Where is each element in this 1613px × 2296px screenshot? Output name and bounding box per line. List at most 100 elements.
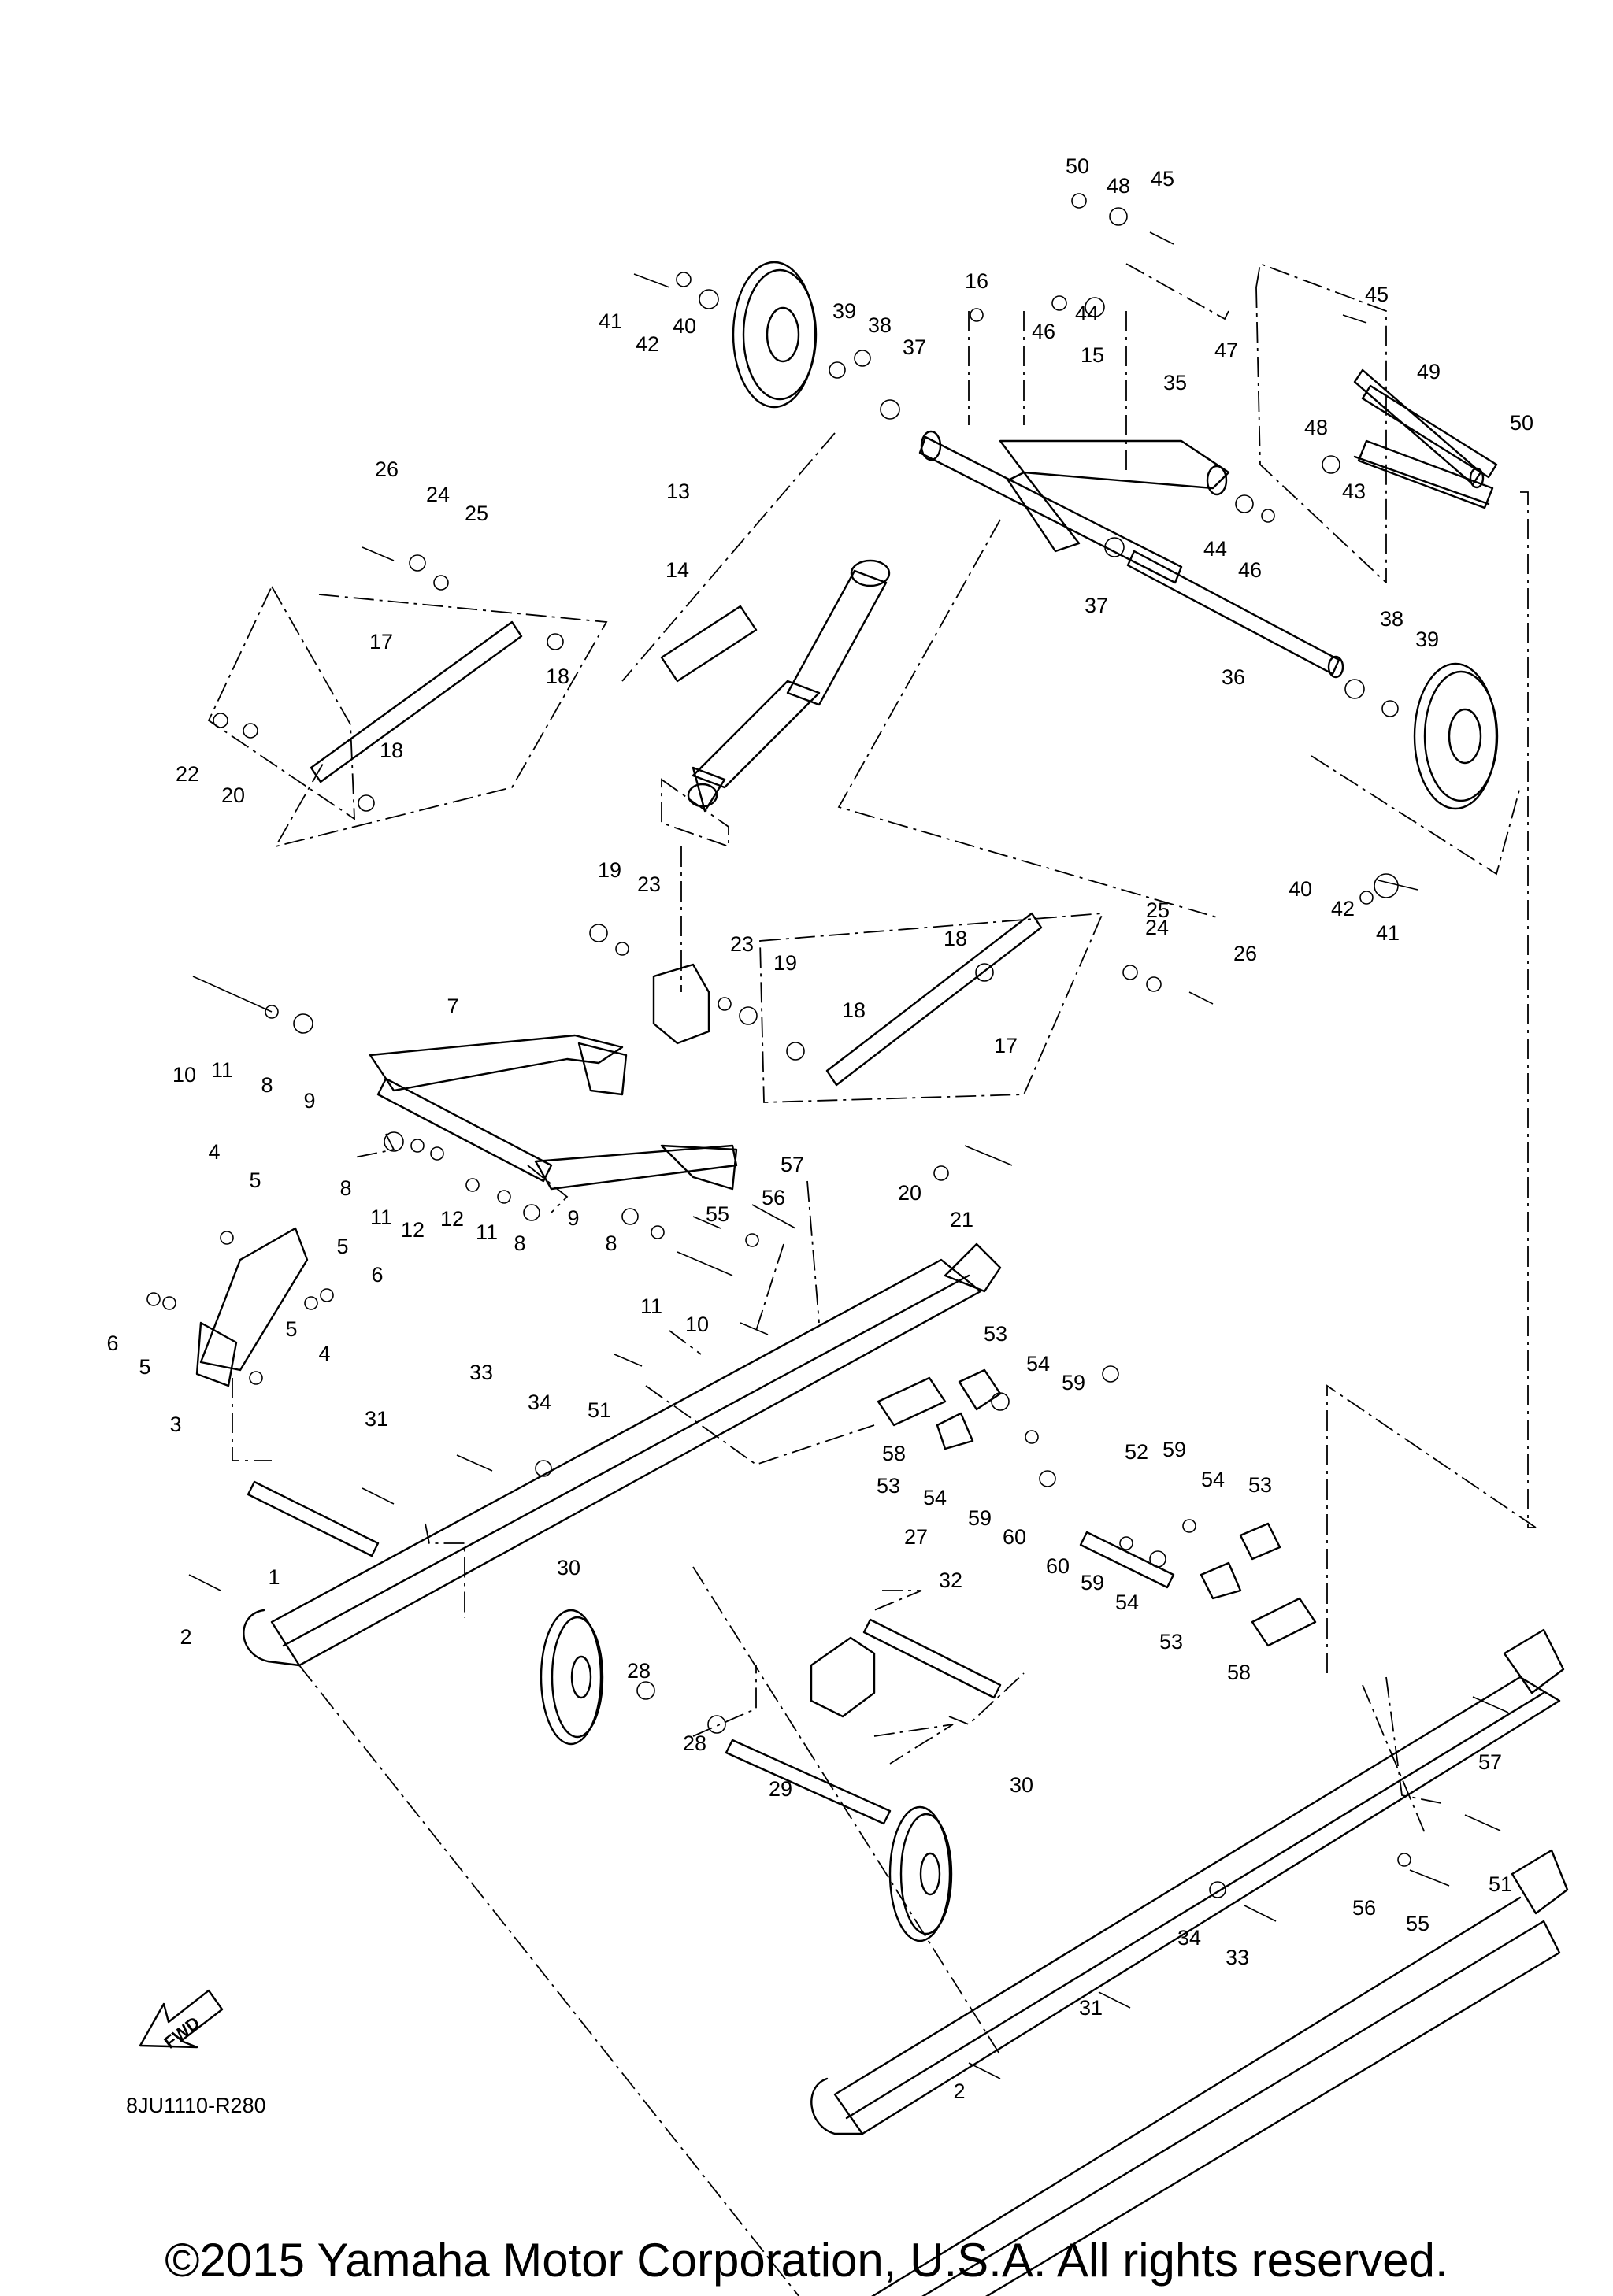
callout-58: 58	[1227, 1661, 1251, 1684]
callout-33: 33	[1226, 1946, 1249, 1969]
callout-40: 40	[1289, 877, 1312, 901]
callout-24: 24	[426, 483, 450, 506]
callout-6: 6	[371, 1263, 383, 1287]
callout-6: 6	[106, 1331, 118, 1355]
callout-42: 42	[636, 332, 659, 356]
callout-59: 59	[1062, 1371, 1085, 1394]
callout-2: 2	[953, 2079, 965, 2103]
callout-51: 51	[1489, 1872, 1512, 1896]
callout-19: 19	[598, 858, 621, 882]
callout-50: 50	[1510, 411, 1533, 435]
callout-55: 55	[706, 1202, 729, 1226]
callout-59: 59	[1081, 1571, 1104, 1594]
callout-56: 56	[762, 1186, 785, 1209]
callout-9: 9	[303, 1089, 315, 1113]
callout-25: 25	[1146, 898, 1170, 922]
callout-18: 18	[944, 927, 967, 950]
callout-2: 2	[180, 1625, 191, 1649]
callout-35: 35	[1163, 371, 1187, 394]
callout-26: 26	[1233, 942, 1257, 965]
callout-19: 19	[773, 951, 797, 975]
callout-59: 59	[1162, 1438, 1186, 1461]
callout-10: 10	[172, 1063, 196, 1087]
callout-31: 31	[1079, 1996, 1103, 2020]
callout-44: 44	[1075, 302, 1099, 325]
callout-7: 7	[447, 994, 458, 1018]
callout-1: 1	[268, 1565, 280, 1589]
callout-53: 53	[984, 1322, 1007, 1346]
callout-23: 23	[637, 872, 661, 896]
copyright-notice: ©2015 Yamaha Motor Corporation, U.S.A. A…	[165, 2234, 1448, 2287]
rear-arm-assembly	[918, 368, 1494, 679]
callout-48: 48	[1304, 416, 1328, 439]
callout-23: 23	[730, 932, 754, 956]
callout-54: 54	[1115, 1591, 1139, 1614]
callout-25: 25	[465, 502, 488, 525]
callout-44: 44	[1203, 537, 1227, 561]
callout-8: 8	[261, 1073, 273, 1097]
callout-29: 29	[769, 1777, 792, 1801]
callout-30: 30	[1010, 1773, 1033, 1797]
upper-idler-wheels	[732, 261, 1499, 810]
shafts	[247, 384, 1498, 1825]
callout-16: 16	[965, 269, 988, 293]
callout-53: 53	[877, 1474, 900, 1498]
callout-32: 32	[939, 1568, 962, 1592]
stopper-strap	[195, 1227, 309, 1387]
callout-10: 10	[685, 1313, 709, 1336]
callout-31: 31	[365, 1407, 388, 1431]
callout-8: 8	[339, 1176, 351, 1200]
callout-50: 50	[1066, 154, 1089, 178]
callout-55: 55	[1406, 1912, 1429, 1935]
callout-41: 41	[1376, 921, 1400, 945]
callout-18: 18	[546, 665, 569, 688]
callout-15: 15	[1081, 343, 1104, 367]
callout-45: 45	[1365, 283, 1389, 306]
callout-39: 39	[832, 299, 856, 323]
callout-4: 4	[208, 1140, 220, 1164]
callout-57: 57	[781, 1153, 804, 1176]
callout-41: 41	[599, 309, 622, 333]
callout-51: 51	[588, 1398, 611, 1422]
callout-39: 39	[1415, 628, 1439, 651]
callout-17: 17	[994, 1034, 1018, 1057]
callout-28: 28	[627, 1659, 651, 1683]
callout-54: 54	[1026, 1352, 1050, 1376]
callout-21: 21	[950, 1208, 973, 1231]
pivot-brackets	[652, 963, 876, 1718]
callout-47: 47	[1214, 339, 1238, 362]
callout-17: 17	[369, 630, 393, 654]
shock-absorber	[660, 559, 891, 813]
callout-48: 48	[1107, 174, 1130, 198]
callout-11: 11	[370, 1205, 392, 1229]
callout-24: 24	[1145, 916, 1169, 939]
callout-33: 33	[469, 1361, 493, 1384]
callout-53: 53	[1159, 1630, 1183, 1653]
callout-36: 36	[1222, 665, 1245, 689]
callout-12: 12	[401, 1218, 425, 1242]
callout-54: 54	[1201, 1468, 1225, 1491]
callout-58: 58	[882, 1442, 906, 1465]
callout-37: 37	[1085, 594, 1108, 617]
callout-30: 30	[557, 1556, 580, 1579]
callout-27: 27	[904, 1525, 928, 1549]
callout-59: 59	[968, 1506, 992, 1530]
callout-11: 11	[640, 1294, 662, 1318]
callout-5: 5	[336, 1235, 348, 1258]
callout-11: 11	[476, 1220, 498, 1244]
lower-idler-wheels	[540, 1609, 953, 1942]
callout-40: 40	[673, 314, 696, 338]
callout-43: 43	[1342, 480, 1366, 503]
fasteners	[146, 193, 1509, 2079]
slide-rails	[243, 1242, 1569, 2296]
callout-11: 11	[211, 1058, 233, 1082]
callout-14: 14	[666, 558, 689, 582]
callout-34: 34	[528, 1391, 551, 1414]
callout-12: 12	[440, 1207, 464, 1231]
callout-52: 52	[1125, 1440, 1148, 1464]
callout-5: 5	[139, 1355, 150, 1379]
callout-28: 28	[683, 1731, 706, 1755]
assembly-lines	[207, 262, 1537, 2296]
